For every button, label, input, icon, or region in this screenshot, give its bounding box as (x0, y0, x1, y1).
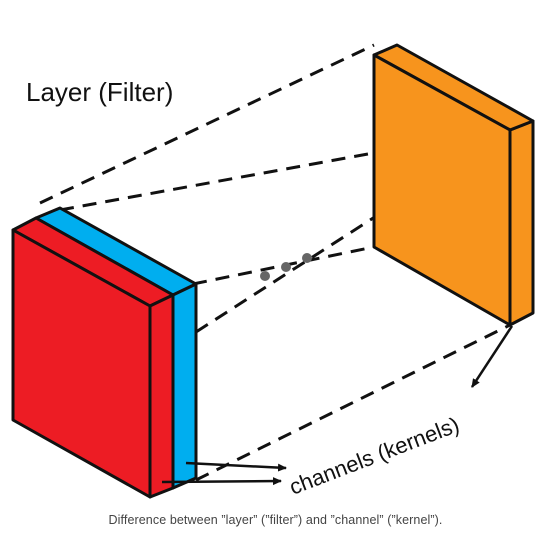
channels-label: channels (kernels) (286, 412, 463, 500)
channel-arrows (161, 325, 514, 486)
red-channel (11, 216, 175, 499)
layer-title: Layer (Filter) (26, 77, 173, 107)
red-channel-side (148, 293, 175, 499)
orange-channel-side (508, 119, 535, 327)
ellipsis-dot (281, 262, 291, 272)
red-channel-face (11, 228, 152, 499)
orange-channel (372, 43, 535, 327)
orange-channel-face (372, 53, 512, 327)
arrow-to-blue-channel (185, 461, 287, 472)
blue-channel-side (171, 282, 198, 490)
figure-caption: Difference between ”layer” (”filter”) an… (108, 513, 443, 527)
dashed-line-bottom (195, 323, 511, 482)
ellipsis-dot (302, 253, 312, 263)
arrow-to-red-channel (161, 477, 282, 486)
dashed-line-top (39, 43, 375, 205)
ellipsis-dot (260, 271, 270, 281)
ellipsis-dots (260, 253, 312, 281)
arrow-to-orange-channel (470, 325, 514, 388)
